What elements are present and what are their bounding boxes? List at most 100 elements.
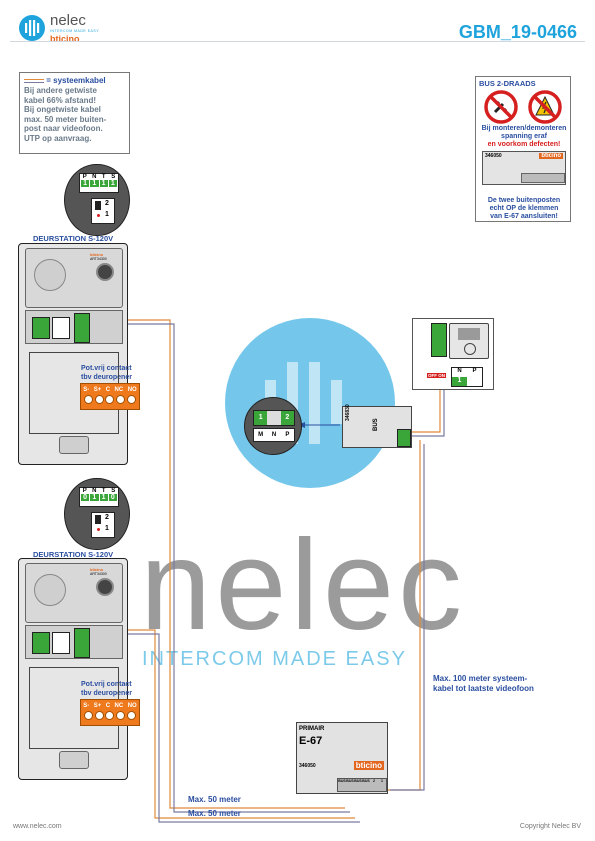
- dip-label: S: [111, 488, 116, 494]
- note-line: post naar videofoon.: [24, 124, 103, 133]
- contact-label: tbv deuropener: [81, 374, 132, 381]
- doc-id: GBM_19-0466: [458, 22, 577, 42]
- connector-module: [25, 625, 123, 659]
- screen-icon: [458, 328, 480, 340]
- relay-screw-row: [81, 709, 139, 720]
- dist-bottom-term: N: [271, 432, 277, 438]
- warning-line: Bij monteren/demonteren: [481, 125, 567, 132]
- dial-icon: [464, 343, 476, 355]
- station1-relay: S- S+ C NC NO: [80, 383, 140, 410]
- distributor-module: 346830 BUS: [342, 404, 412, 448]
- dip-value: 1: [99, 180, 108, 187]
- switch-label: 2: [105, 200, 109, 207]
- connector-block: [52, 632, 70, 654]
- note-line: Bij ongetwiste kabel: [24, 105, 101, 114]
- speaker-grill: [34, 259, 66, 291]
- relay-term: C: [105, 387, 111, 393]
- power-term: 1: [381, 779, 383, 783]
- power-supply: PRIMAIR E-67 346050 bticino BUS BUS BUS …: [296, 722, 388, 794]
- brand-sub: bticino: [50, 34, 80, 44]
- red-dot: [97, 528, 100, 531]
- watermark-circle-icon: [225, 318, 395, 488]
- dip-switch-block: P N T S 1 1 1 1: [79, 173, 119, 193]
- screw-icon: [83, 395, 93, 404]
- dip-value: 1: [90, 180, 99, 187]
- power-terminal-strip: BUS BUS BUS BUS 2 1: [337, 778, 387, 792]
- switch-label: 1: [105, 211, 109, 218]
- footer-website[interactable]: www.nelec.com: [13, 823, 62, 830]
- dist-term: 1: [254, 411, 268, 425]
- relay-term: NC: [114, 387, 124, 393]
- camera-brand: bticino: [90, 252, 104, 257]
- screw-icon: [105, 395, 115, 404]
- distributor-term-block: 1 2: [253, 410, 295, 426]
- note-line: kabel 66% afstand!: [24, 95, 97, 105]
- no-plug-icon: [484, 90, 518, 124]
- legend-row: = systeemkabel: [24, 76, 125, 86]
- max50-label: Max. 50 meter: [188, 809, 241, 818]
- warning-bottom-line: De twee buitenposten: [487, 197, 561, 204]
- relay-label-row: S- S+ C NC NO: [81, 700, 139, 709]
- dip-value: 0: [81, 494, 90, 501]
- terminal-block: [74, 313, 90, 343]
- dip-value-row: 1 1 1 1: [80, 180, 118, 187]
- power-term: 2: [373, 779, 375, 783]
- distributor-terminals: [397, 429, 411, 447]
- np-block: N P 1: [451, 367, 483, 387]
- power-model: E-67: [299, 735, 323, 747]
- warning-line-red: en voorkom defecten!: [487, 141, 561, 148]
- note-line: max. 50 meter buiten-: [24, 114, 107, 124]
- dip-value-row: 0 1 1 0: [80, 494, 118, 501]
- warning-line: spanning eraf: [501, 133, 547, 140]
- brand-name: nelec: [50, 12, 86, 29]
- relay-screw-row: [81, 393, 139, 404]
- switch-label: 2: [105, 514, 109, 521]
- station2-title: DEURSTATION S-120V: [33, 550, 114, 559]
- connector-module: [25, 310, 123, 344]
- connector-block: [32, 317, 50, 339]
- relay-label-row: S- S+ C NC NO: [81, 384, 139, 393]
- screw-icon: [94, 711, 104, 720]
- relay-term: S-: [83, 703, 90, 709]
- contact-label: tbv deuropener: [81, 690, 132, 697]
- station1-panel: bticino ART34300 Pot.vrij contact tbv de…: [18, 243, 132, 465]
- legend-text: = systeemkabel: [46, 76, 106, 85]
- dip-switch-block: P N T S 0 1 1 0: [79, 487, 119, 507]
- dip-value: 0: [108, 494, 117, 501]
- module-terminal-strip: [521, 173, 565, 183]
- brand-tagline: INTERCOM MADE EASY: [50, 29, 100, 33]
- dist-bottom-term: M: [258, 432, 264, 438]
- screw-icon: [94, 395, 104, 404]
- relay-term: S+: [93, 387, 102, 393]
- relay-term: NO: [127, 703, 137, 709]
- dip-label: N: [92, 174, 97, 180]
- distributor-bus-label: BUS: [373, 418, 379, 431]
- camera-lens-icon: [96, 578, 114, 596]
- dip-label: P: [82, 174, 87, 180]
- brand-logo: nelec INTERCOM MADE EASY bticino: [18, 12, 128, 44]
- relay-term: NC: [114, 703, 124, 709]
- power-code: 346050: [299, 763, 316, 769]
- terminal-block: [74, 628, 90, 658]
- relay-term: C: [105, 703, 111, 709]
- videofoon-terminals: [431, 323, 447, 357]
- distributor-callout: 1 2 M N P: [244, 397, 302, 455]
- connector-block: [32, 632, 50, 654]
- dip-label: N: [92, 488, 97, 494]
- power-term: BUS: [354, 779, 362, 783]
- primair-label: PRIMAIR: [299, 726, 325, 732]
- videofoon-monitor-icon: [449, 323, 489, 359]
- keypad-icon: [59, 751, 89, 769]
- screw-icon: [127, 711, 137, 720]
- screw-icon: [116, 395, 126, 404]
- dip-label: P: [82, 488, 87, 494]
- contact-label: Pot.vrij contact: [81, 365, 132, 372]
- no-voltage-icon: [528, 90, 562, 124]
- module-brand: bticino: [539, 153, 563, 159]
- dip-label: S: [111, 174, 116, 180]
- dist-bottom-term: P: [285, 432, 290, 438]
- contact-label: Pot.vrij contact: [81, 681, 132, 688]
- screw-icon: [127, 395, 137, 404]
- relay-term: S+: [93, 703, 102, 709]
- max100-label: kabel tot laatste videofoon: [433, 684, 534, 693]
